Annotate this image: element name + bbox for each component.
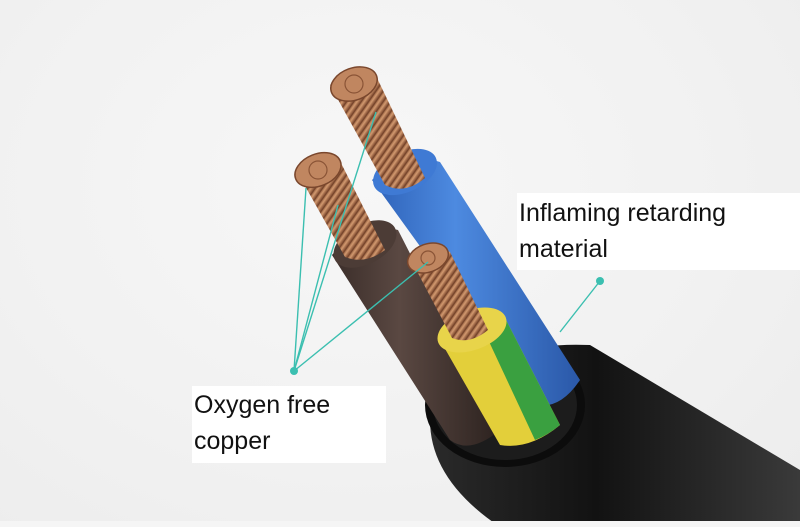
- inflaming-callout-dot: [596, 277, 604, 285]
- inflaming-callout-line: [559, 280, 601, 333]
- copper-strand-left: [294, 151, 385, 260]
- inflaming-retarding-label: Inflaming retarding material: [517, 193, 800, 270]
- copper-label-line2: copper: [194, 427, 271, 455]
- copper-label-line1: Oxygen free: [194, 391, 331, 419]
- bottom-strip: [0, 521, 800, 527]
- copper-strand-top: [330, 66, 425, 189]
- oxygen-free-copper-label: Oxygen free copper: [192, 386, 386, 463]
- inflaming-label-line2: material: [519, 235, 608, 263]
- copper-strand-bottom: [406, 242, 488, 341]
- copper-callout-dot: [290, 367, 298, 375]
- inflaming-label-line1: Inflaming retarding: [519, 199, 727, 227]
- copper-callout-lines: [293, 111, 429, 372]
